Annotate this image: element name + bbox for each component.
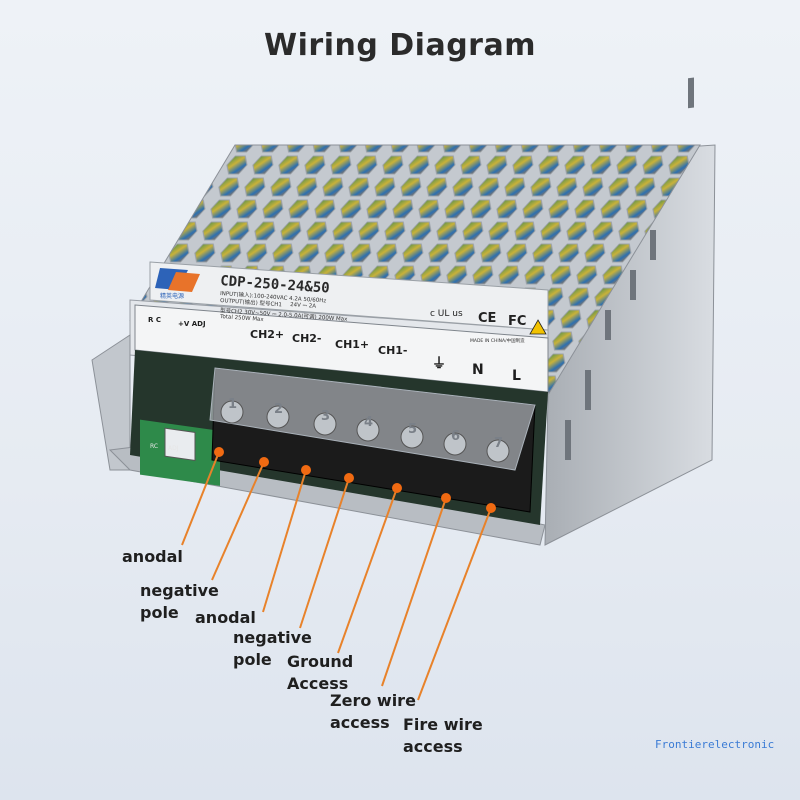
board-mark-rc: RC — [150, 443, 158, 450]
strip-label-ch2-minus: CH2- — [292, 332, 322, 345]
callout-label-2: negative pole — [140, 581, 219, 622]
ground-icon: ⏚ — [432, 356, 446, 372]
warning-triangle-icon — [529, 319, 547, 335]
strip-label-rc: R C — [148, 316, 161, 324]
brand-name: 精英电源 — [160, 292, 184, 300]
terminal-number-5: 5 — [408, 422, 417, 437]
terminal-number-7: 7 — [494, 436, 503, 451]
watermark: Frontierelectronic — [655, 738, 775, 751]
callout-label-4: negative pole — [233, 628, 312, 669]
callout-line-4 — [299, 477, 350, 629]
terminal-number-3: 3 — [321, 409, 330, 424]
callout-dots — [214, 447, 496, 513]
terminal-number-4: 4 — [364, 415, 373, 430]
terminal-number-1: 1 — [228, 397, 237, 412]
connector-white — [164, 427, 196, 461]
cert-fc: FC — [508, 314, 526, 329]
brand-logo — [155, 268, 200, 292]
strip-label-ch2-plus: CH2+ — [250, 328, 284, 341]
callout-line-3 — [262, 469, 307, 613]
made-in-mark: MADE IN CHINA/中国制造 — [470, 337, 525, 344]
callout-label-1: anodal — [122, 547, 183, 566]
callout-line-1 — [181, 451, 220, 546]
callout-line-2 — [211, 461, 265, 581]
strip-label-ch1-minus: CH1- — [378, 344, 408, 357]
strip-label-l: L — [512, 368, 521, 384]
terminal-numbers: 1 2 3 4 5 6 7 — [228, 397, 503, 451]
cert-ul: c UL us — [430, 309, 463, 319]
callout-label-6: Zero wire access — [330, 691, 416, 732]
callout-line-6 — [381, 497, 447, 687]
callout-line-7 — [417, 507, 492, 701]
callout-label-5: Ground Access — [287, 652, 354, 693]
callout-dot-6 — [441, 493, 451, 503]
callout-label-7: Fire wire access — [403, 715, 483, 756]
strip-label-ch1-plus: CH1+ — [335, 338, 369, 351]
callout-line-5 — [337, 487, 398, 654]
callout-dot-5 — [392, 483, 402, 493]
strip-label-n: N — [472, 362, 484, 378]
terminal-number-6: 6 — [451, 429, 460, 444]
cert-ce: CE — [478, 311, 496, 326]
callout-dot-3 — [301, 465, 311, 475]
model-number: CDP-250-24&50 — [220, 273, 330, 297]
label-plate — [149, 261, 549, 331]
callout-label-3: anodal — [195, 608, 256, 627]
total-rating: Total 250W Max — [219, 314, 265, 323]
ch1-rating: 24V ⎓ 2A — [290, 302, 317, 310]
strip-label-adj: +V ADJ — [178, 320, 206, 328]
callout-lines — [181, 451, 492, 701]
callout-dot-1 — [214, 447, 224, 457]
terminal-number-2: 2 — [274, 402, 283, 417]
side-vents — [565, 77, 694, 460]
callout-dot-7 — [486, 503, 496, 513]
board-mark-adj: ADJ — [168, 445, 179, 452]
callout-dot-2 — [259, 457, 269, 467]
terminal-screws — [220, 400, 510, 463]
callout-dot-4 — [344, 473, 354, 483]
page-title: Wiring Diagram — [264, 28, 536, 63]
